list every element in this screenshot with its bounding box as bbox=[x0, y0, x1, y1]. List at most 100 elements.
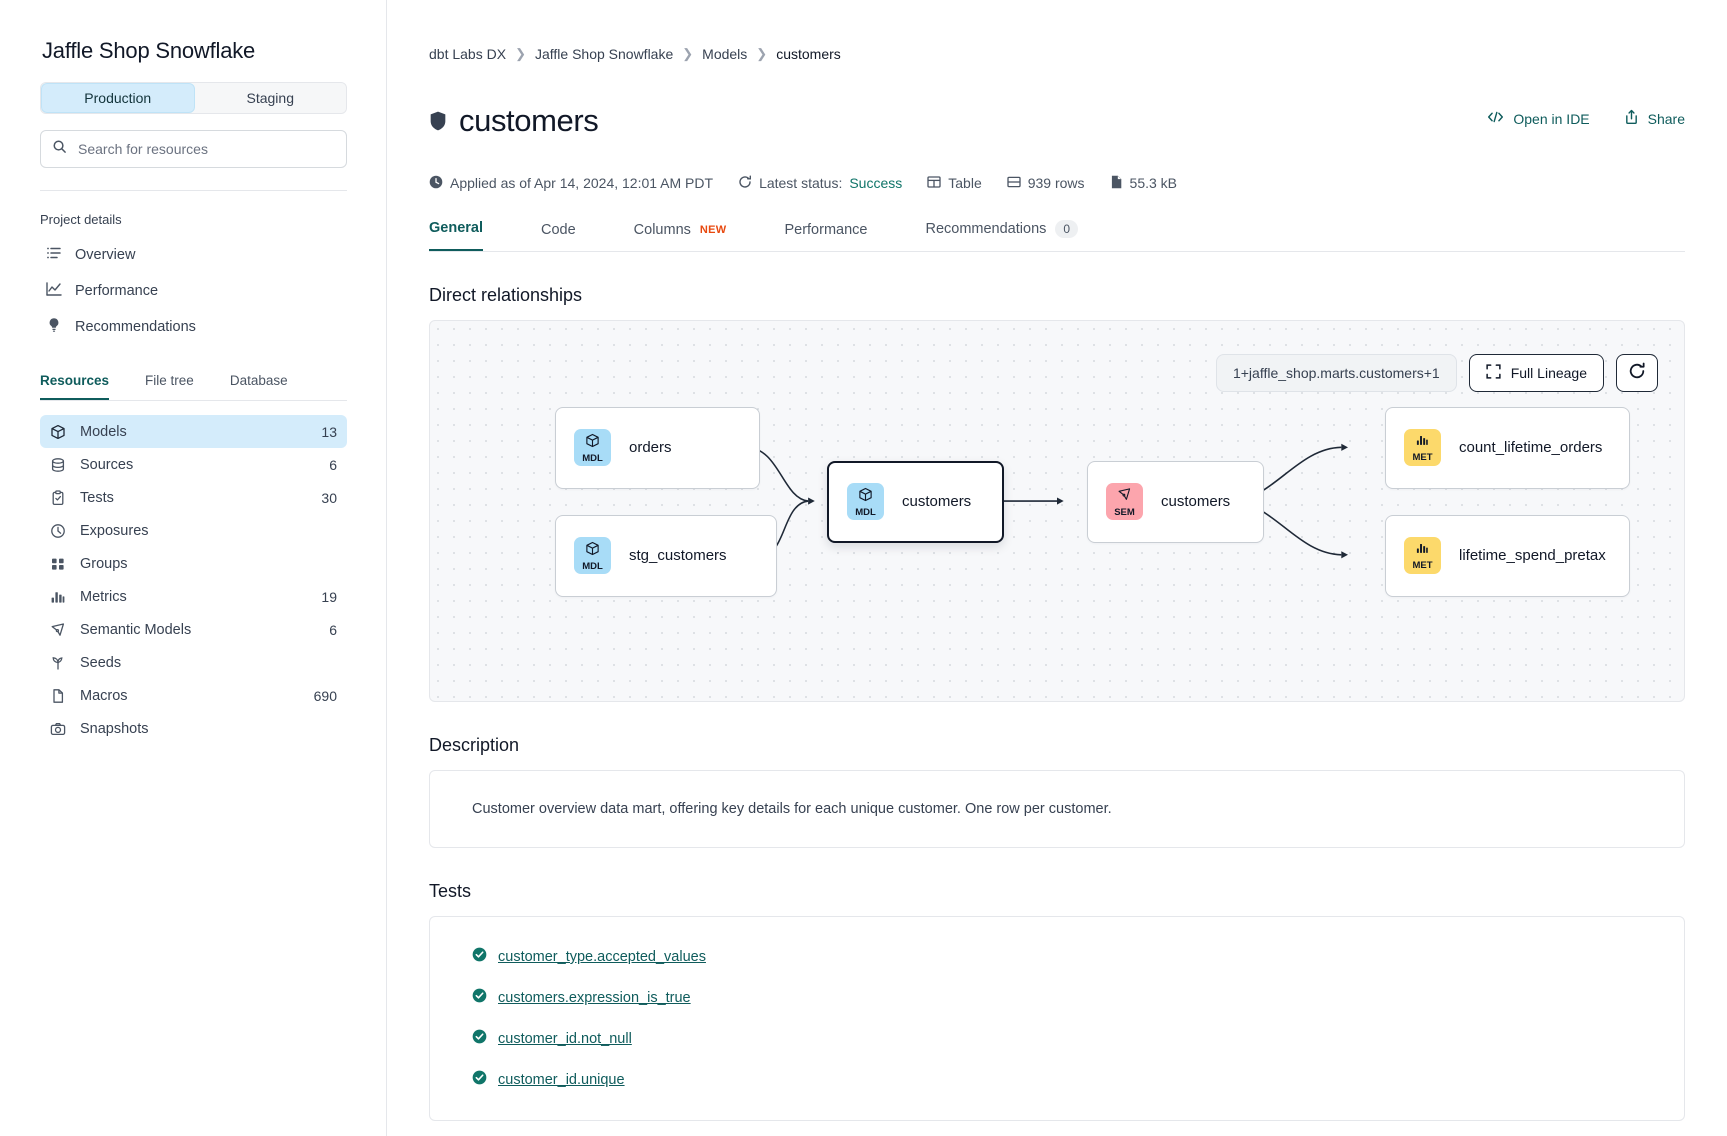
resource-list: Models 13 Sources 6 T bbox=[40, 415, 347, 745]
resource-item-groups[interactable]: Groups bbox=[40, 547, 347, 580]
tab-label: General bbox=[429, 219, 483, 236]
test-link[interactable]: customer_type.accepted_values bbox=[498, 948, 706, 965]
resource-item-models[interactable]: Models 13 bbox=[40, 415, 347, 448]
resource-label: Groups bbox=[80, 555, 128, 572]
test-row[interactable]: customers.expression_is_true bbox=[472, 988, 1642, 1008]
open-in-ide-label: Open in IDE bbox=[1513, 110, 1590, 127]
share-button[interactable]: Share bbox=[1624, 109, 1685, 128]
node-type-label: MDL bbox=[855, 506, 876, 518]
seedling-icon bbox=[48, 655, 68, 671]
list-icon bbox=[46, 245, 62, 265]
grid-icon bbox=[48, 556, 68, 572]
env-tab-staging[interactable]: Staging bbox=[194, 83, 346, 113]
check-circle-icon bbox=[472, 1029, 487, 1049]
resource-label: Seeds bbox=[80, 654, 122, 671]
resource-count: 19 bbox=[321, 588, 337, 605]
node-label: stg_customers bbox=[629, 547, 727, 565]
resource-count: 13 bbox=[321, 423, 337, 440]
breadcrumb-item-project[interactable]: Jaffle Shop Snowflake bbox=[534, 46, 674, 62]
cube-icon bbox=[585, 433, 600, 453]
search-box[interactable] bbox=[40, 130, 347, 168]
tab-recommendations[interactable]: Recommendations 0 bbox=[925, 219, 1079, 251]
resource-item-tests[interactable]: Tests 30 bbox=[40, 481, 347, 514]
resource-item-exposures[interactable]: Exposures bbox=[40, 514, 347, 547]
chevron-right-icon: ❯ bbox=[682, 46, 694, 61]
resource-item-metrics[interactable]: Metrics 19 bbox=[40, 580, 347, 613]
lineage-node-customers-model[interactable]: MDL customers bbox=[827, 460, 1004, 543]
tab-performance[interactable]: Performance bbox=[784, 222, 867, 251]
meta-applied: Applied as of Apr 14, 2024, 12:01 AM PDT bbox=[429, 175, 713, 192]
breadcrumb-item-account[interactable]: dbt Labs DX bbox=[429, 46, 507, 62]
search-icon bbox=[52, 139, 67, 159]
node-type-badge: MDL bbox=[847, 483, 884, 521]
test-link[interactable]: customer_id.unique bbox=[498, 1071, 625, 1088]
project-title: Jaffle Shop Snowflake bbox=[42, 38, 256, 63]
header-actions: Open in IDE Share bbox=[1487, 109, 1685, 128]
file-size-icon bbox=[1110, 175, 1123, 192]
node-label: count_lifetime_orders bbox=[1459, 439, 1603, 457]
project-details-label: Project details bbox=[40, 212, 122, 227]
lineage-refresh-button[interactable] bbox=[1616, 353, 1658, 392]
resource-label: Macros bbox=[80, 687, 128, 704]
resource-count: 690 bbox=[313, 687, 337, 704]
tab-label: Performance bbox=[784, 221, 868, 238]
semantic-icon bbox=[48, 622, 68, 638]
node-label: orders bbox=[629, 439, 672, 457]
sidebar-tab-file-tree[interactable]: File tree bbox=[145, 373, 194, 388]
test-row[interactable]: customer_id.not_null bbox=[472, 1029, 1642, 1049]
resource-item-semantic-models[interactable]: Semantic Models 6 bbox=[40, 613, 347, 646]
tab-code[interactable]: Code bbox=[541, 222, 576, 251]
share-label: Share bbox=[1647, 110, 1685, 127]
resource-label: Exposures bbox=[80, 522, 149, 539]
meta-status-label: Latest status: bbox=[759, 175, 843, 192]
full-lineage-button[interactable]: Full Lineage bbox=[1468, 353, 1604, 392]
env-tab-production[interactable]: Production bbox=[41, 83, 195, 113]
test-row[interactable]: customer_type.accepted_values bbox=[472, 947, 1642, 967]
node-type-label: MDL bbox=[582, 560, 603, 572]
resource-item-seeds[interactable]: Seeds bbox=[40, 646, 347, 679]
camera-icon bbox=[48, 721, 68, 737]
node-type-badge: MET bbox=[1404, 537, 1441, 575]
node-type-badge: MET bbox=[1404, 429, 1441, 467]
search-input[interactable] bbox=[76, 140, 335, 158]
tab-general[interactable]: General bbox=[429, 220, 483, 251]
content-tabs: General Code Columns NEW Performance Rec… bbox=[429, 219, 1685, 252]
resource-label: Sources bbox=[80, 456, 134, 473]
sidebar-item-recommendations[interactable]: Recommendations bbox=[38, 309, 346, 345]
test-link[interactable]: customers.expression_is_true bbox=[498, 989, 691, 1006]
lineage-selector[interactable]: 1+jaffle_shop.marts.customers+1 bbox=[1215, 353, 1457, 392]
page-title: customers bbox=[459, 102, 599, 138]
shield-icon bbox=[429, 111, 447, 131]
sidebar-item-overview[interactable]: Overview bbox=[38, 237, 346, 273]
page-header: customers Open in IDE bbox=[429, 82, 1685, 160]
lineage-node-count-lifetime-orders[interactable]: MET count_lifetime_orders bbox=[1385, 406, 1630, 489]
tab-columns[interactable]: Columns NEW bbox=[634, 222, 727, 251]
resource-label: Tests bbox=[80, 489, 114, 506]
check-circle-icon bbox=[472, 947, 487, 967]
resource-label: Metrics bbox=[80, 588, 127, 605]
sidebar-tab-resources[interactable]: Resources bbox=[40, 373, 110, 400]
chevron-right-icon: ❯ bbox=[515, 46, 526, 61]
resource-item-snapshots[interactable]: Snapshots bbox=[40, 712, 347, 745]
sidebar-item-label: Performance bbox=[75, 283, 159, 299]
refresh-icon bbox=[738, 175, 752, 192]
lineage-node-lifetime-spend-pretax[interactable]: MET lifetime_spend_pretax bbox=[1385, 514, 1630, 597]
tests-card: customer_type.accepted_values customers.… bbox=[429, 915, 1685, 1121]
breadcrumb: dbt Labs DX ❯ Jaffle Shop Snowflake ❯ Mo… bbox=[429, 46, 1685, 62]
lineage-node-stg-customers[interactable]: MDL stg_customers bbox=[555, 514, 777, 597]
sidebar-tab-database[interactable]: Database bbox=[229, 373, 288, 388]
table-icon bbox=[927, 175, 941, 192]
lineage-node-customers-semantic[interactable]: SEM customers bbox=[1087, 460, 1264, 543]
direct-relationships-title: Direct relationships bbox=[429, 284, 583, 305]
breadcrumb-item-models[interactable]: Models bbox=[702, 46, 748, 62]
test-link[interactable]: customer_id.not_null bbox=[498, 1030, 632, 1047]
lineage-node-orders[interactable]: MDL orders bbox=[555, 406, 760, 489]
lineage-graph[interactable]: 1+jaffle_shop.marts.customers+1 Full Lin… bbox=[429, 319, 1685, 702]
open-in-ide-button[interactable]: Open in IDE bbox=[1487, 110, 1590, 127]
environment-toggle[interactable]: Production Staging bbox=[40, 82, 347, 114]
sidebar-item-performance[interactable]: Performance bbox=[38, 273, 346, 309]
check-circle-icon bbox=[472, 988, 487, 1008]
resource-item-macros[interactable]: Macros 690 bbox=[40, 679, 347, 712]
test-row[interactable]: customer_id.unique bbox=[472, 1070, 1642, 1090]
resource-item-sources[interactable]: Sources 6 bbox=[40, 448, 347, 481]
